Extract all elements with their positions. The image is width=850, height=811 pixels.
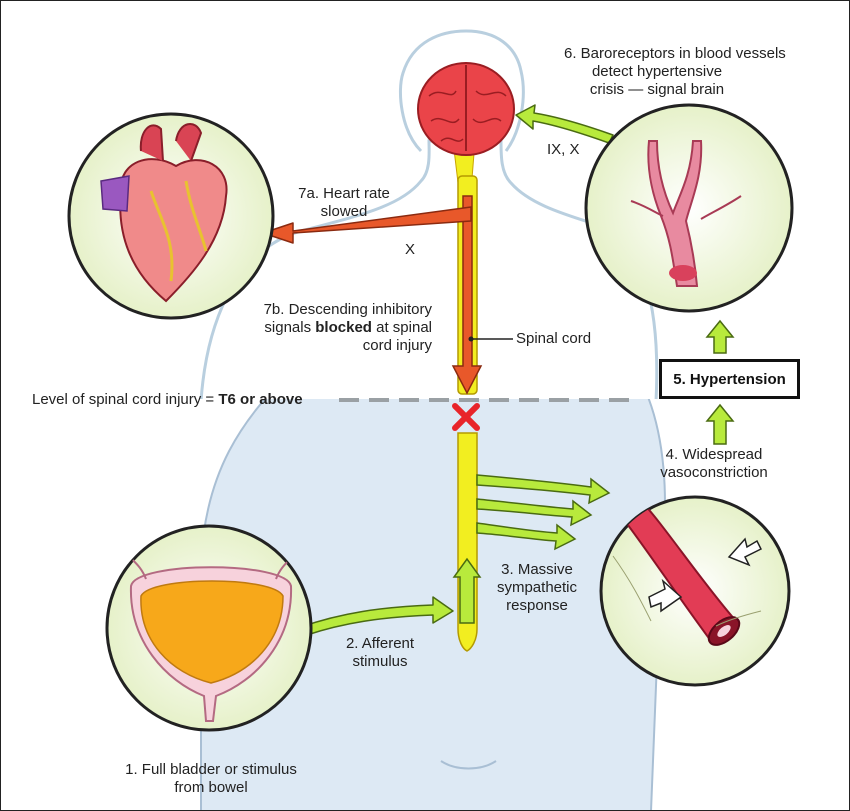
sympathetic-outflow-arrows bbox=[476, 474, 611, 551]
blood-vessel-icon bbox=[612, 499, 763, 646]
injury-level-emphasis: T6 or above bbox=[218, 391, 303, 408]
step2-label: 2. Afferent stimulus bbox=[332, 635, 428, 671]
step1-label: 1. Full bladder or stimulus from bowel bbox=[99, 761, 323, 797]
step6-line1: 6. Baroreceptors in blood vessels bbox=[564, 45, 786, 62]
step1-line1: 1. Full bladder or stimulus bbox=[125, 761, 297, 778]
step6-line2: detect hypertensive bbox=[591, 63, 723, 80]
step3-label: 3. Massive sympathetic response bbox=[489, 561, 585, 615]
carotid-circle bbox=[584, 103, 794, 313]
step7b-line3: cord injury bbox=[362, 337, 432, 354]
step3-line1: 3. Massive bbox=[501, 561, 573, 578]
descending-inhibitory-arrow bbox=[451, 195, 483, 395]
heart-rate-arrow bbox=[262, 206, 472, 244]
baroreceptor-signal-arrow bbox=[515, 104, 614, 144]
step6-line3: crisis — signal brain bbox=[589, 81, 725, 98]
step4-line1: 4. Widespread bbox=[665, 446, 763, 463]
injury-level-label: Level of spinal cord injury = T6 or abov… bbox=[32, 391, 303, 408]
heart-icon bbox=[100, 123, 228, 303]
step7a-line2: slowed bbox=[320, 203, 368, 220]
step3-line3: response bbox=[506, 597, 568, 614]
step4-line2: vasoconstriction bbox=[660, 464, 768, 481]
step2-line1: 2. Afferent bbox=[345, 635, 415, 652]
nerve-ix-x-label: IX, X bbox=[547, 141, 580, 158]
heart-circle bbox=[67, 112, 275, 320]
step2-line2: stimulus bbox=[352, 653, 408, 670]
brain-icon bbox=[417, 62, 515, 192]
hypertension-box: 5. Hypertension bbox=[659, 359, 800, 399]
spinal-cord-label: Spinal cord bbox=[516, 330, 592, 347]
vasoconstriction-up-arrow bbox=[705, 403, 735, 445]
carotid-artery-icon bbox=[630, 140, 742, 287]
step7b-label: 7b. Descending inhibitory signals blocke… bbox=[227, 301, 432, 355]
nerve-x-label: X bbox=[405, 241, 416, 258]
bladder-icon bbox=[128, 555, 294, 722]
afferent-stimulus-arrow bbox=[300, 596, 454, 636]
injury-x-icon bbox=[452, 403, 480, 431]
step7b-line2: signals blocked at spinal bbox=[264, 319, 432, 336]
step4-label: 4. Widespread vasoconstriction bbox=[651, 446, 777, 482]
step7b-line1: 7b. Descending inhibitory bbox=[263, 301, 432, 318]
step1-line2: from bowel bbox=[174, 779, 248, 796]
vessel-circle bbox=[599, 495, 791, 687]
step7a-label: 7a. Heart rate slowed bbox=[291, 185, 397, 221]
step3-line2: sympathetic bbox=[496, 579, 578, 596]
afferent-ascending-arrow bbox=[452, 557, 482, 624]
step7a-line1: 7a. Heart rate bbox=[298, 185, 390, 202]
bladder-circle bbox=[105, 524, 313, 732]
blocked-emphasis: blocked bbox=[315, 319, 372, 336]
step6-label: 6. Baroreceptors in blood vessels detect… bbox=[564, 45, 786, 99]
hypertension-up-arrow bbox=[705, 319, 735, 354]
